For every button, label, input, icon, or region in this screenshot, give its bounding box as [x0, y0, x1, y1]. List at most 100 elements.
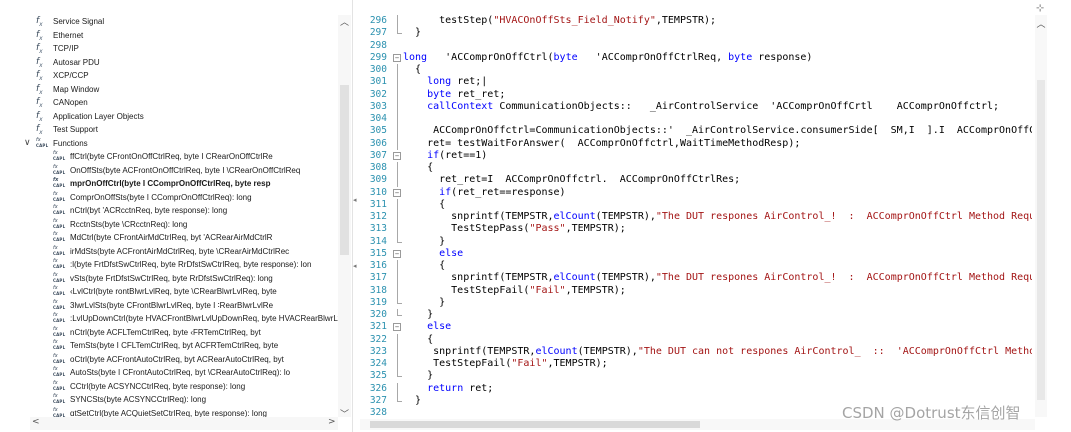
scroll-down-icon[interactable]: ﹀ [339, 410, 349, 420]
code-line[interactable]: 322 { [360, 333, 1032, 346]
code-keyword: if [439, 186, 452, 198]
code-line[interactable]: 310− if(ret_ret==response) [360, 187, 1032, 199]
collapse-left-icon[interactable]: ◂ [353, 196, 357, 204]
chevron-down-icon[interactable]: ∨ [24, 137, 31, 148]
code-lines[interactable]: 296 testStep("HVACOnOffSts_Field_Notify"… [360, 15, 1032, 419]
code-line[interactable]: 312 snprintf(TEMPSTR,elCount(TEMPSTR),"T… [360, 211, 1032, 224]
code-line[interactable]: 300 { [360, 64, 1032, 77]
tree-vertical-scrollbar[interactable]: ︿ ﹀ [338, 15, 351, 420]
code-line[interactable]: 296 testStep("HVACOnOffSts_Field_Notify"… [360, 15, 1032, 28]
code-line[interactable]: 309 ret_ret=I ACComprOnOffctrl. ACComprO… [360, 174, 1032, 187]
code-line[interactable]: 327 } [360, 394, 1032, 407]
code-line[interactable]: 324 TestStepFail("Fail",TEMPSTR); [360, 358, 1032, 371]
code-line[interactable]: 314 } [360, 235, 1032, 248]
code-line[interactable]: 328 [360, 407, 1032, 419]
tree-item-label: ComprOnOffSts(byte I CComprOnOffCtrlReq)… [70, 192, 252, 202]
code-line[interactable]: 325 } [360, 370, 1032, 382]
collapse-left-icon-2[interactable]: ◂ [353, 262, 357, 270]
tree-item-label: MdCtrl(byte CFrontAirMdCtrlReq, byt 'ACR… [70, 233, 273, 242]
line-number: 298 [369, 39, 387, 51]
code-line[interactable]: 313 TestStepPass("Pass",TEMPSTR); [360, 223, 1032, 236]
code-line[interactable]: 302 byte ret_ret; [360, 88, 1032, 101]
editor-scroll-thumb[interactable] [1037, 80, 1045, 400]
fold-toggle-icon[interactable]: − [393, 151, 401, 160]
scroll-up-icon[interactable]: ︿ [1036, 20, 1046, 30]
editor-vertical-scrollbar[interactable]: ︿ [1035, 15, 1047, 417]
code-line[interactable]: 299−long 'ACComprOnOffCtrl(byte 'ACCompr… [360, 52, 1032, 64]
fold-toggle-icon[interactable]: − [393, 249, 401, 258]
line-number: 308 [369, 162, 387, 173]
tree-horizontal-scrollbar[interactable]: < > [30, 417, 338, 430]
code-line[interactable]: 301 long ret;| [360, 76, 1032, 89]
function-fx-icon: fx [36, 56, 43, 69]
code-text: if(ret_ret==response) [403, 186, 565, 199]
code-token: ret_ret; [451, 88, 506, 100]
code-editor[interactable]: 296 testStep("HVACOnOffSts_Field_Notify"… [360, 0, 1071, 432]
code-line[interactable]: 307− if(ret==1) [360, 150, 1032, 162]
code-line[interactable]: 305 ACComprOnOffctrl=CommunicationObject… [360, 125, 1032, 138]
fold-toggle-icon[interactable]: − [393, 53, 401, 62]
code-line[interactable]: 298 [360, 40, 1032, 52]
scroll-up-icon[interactable]: ︿ [339, 18, 349, 28]
scroll-left-icon[interactable]: < [32, 417, 40, 427]
code-line[interactable]: 318 TestStepFail("Fail",TEMPSTR); [360, 284, 1032, 297]
tree-scroll-thumb[interactable] [340, 85, 349, 255]
code-line[interactable]: 316 { [360, 260, 1032, 273]
fold-toggle-icon[interactable]: − [393, 188, 401, 197]
tree-item-label: CCtrl(byte ACSYNCCtrlReq, byte response)… [70, 381, 246, 391]
code-line[interactable]: 311 { [360, 198, 1032, 211]
code-line[interactable]: 306 ret= testWaitForAnswer( ACComprOnOff… [360, 137, 1032, 150]
code-line[interactable]: 317 snprintf(TEMPSTR,elCount(TEMPSTR),"T… [360, 272, 1032, 285]
split-window-icon[interactable]: ⊹ [1036, 3, 1045, 14]
code-line[interactable]: 319 } [360, 296, 1032, 309]
code-line[interactable]: 308 { [360, 162, 1032, 175]
line-number: 305 [369, 125, 387, 137]
code-line[interactable]: 321− else [360, 321, 1032, 333]
code-line[interactable]: 315− else [360, 248, 1032, 260]
code-keyword: byte [728, 51, 753, 63]
code-line[interactable]: 326 return ret; [360, 382, 1032, 395]
panel-splitter[interactable]: ◂ ◂ [352, 0, 360, 432]
editor-hscroll-thumb[interactable] [370, 421, 700, 428]
code-line[interactable]: 304 [360, 113, 1032, 126]
code-line[interactable]: 323 snprintf(TEMPSTR,elCount(TEMPSTR),"T… [360, 345, 1032, 358]
code-line[interactable]: 297 } [360, 27, 1032, 39]
editor-horizontal-scrollbar[interactable] [360, 419, 1035, 430]
code-line[interactable]: 320 } [360, 309, 1032, 321]
fold-toggle-icon[interactable]: − [393, 323, 401, 332]
scroll-right-icon[interactable]: > [328, 417, 336, 427]
code-line[interactable]: 303 callContext CommunicationObjects:: _… [360, 100, 1032, 113]
